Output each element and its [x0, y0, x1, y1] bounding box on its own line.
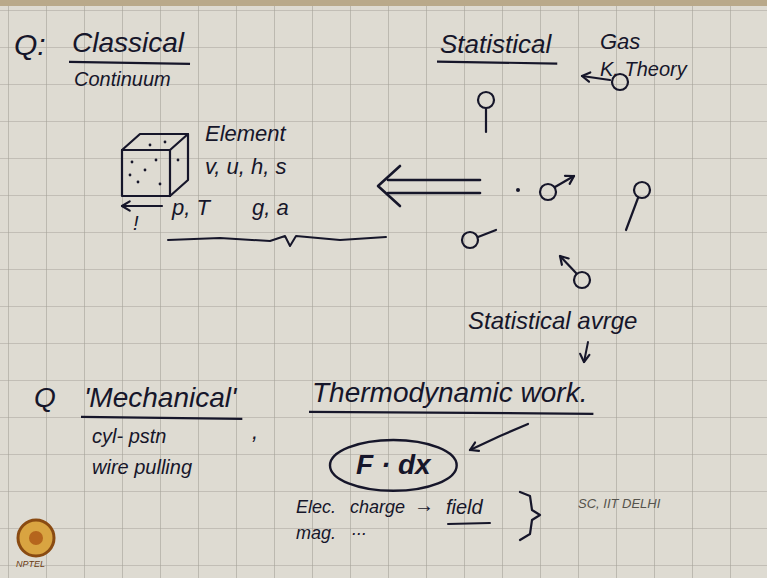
note-text: charge [350, 498, 405, 518]
dimension-arrow [122, 205, 162, 207]
watermark: SC, IIT DELHI [578, 497, 660, 511]
note-text: Statistical avrge [468, 308, 637, 334]
arrow-head [582, 72, 590, 81]
molecule-dot [144, 169, 147, 172]
note-text: mag. [296, 524, 336, 544]
molecule-dot [129, 174, 132, 177]
underline [309, 412, 593, 414]
arrow-head [122, 201, 130, 210]
note-text: Gas [600, 30, 640, 54]
curly-bracket [520, 492, 540, 540]
velocity-arrow [626, 198, 638, 230]
note-text: ... [352, 520, 367, 540]
velocity-arrow [478, 230, 496, 237]
property-list: g, a [252, 196, 289, 220]
molecule-dot [137, 181, 140, 184]
note-text: Elec. [296, 498, 336, 518]
velocity-arrow [560, 256, 576, 273]
molecule-dot [164, 141, 167, 144]
molecule [462, 232, 478, 248]
velocity-arrow [555, 176, 574, 187]
molecule [634, 182, 650, 198]
heading-text: Statistical [440, 30, 551, 59]
example-text: wire pulling [92, 456, 192, 478]
arrow-head [565, 176, 574, 184]
cube-sketch [170, 134, 188, 196]
pointer-arrow [470, 424, 528, 450]
double-arrow [388, 192, 480, 195]
molecule-dot [516, 188, 520, 192]
mark-text: , [252, 420, 258, 444]
logo-emblem [18, 520, 54, 556]
molecule-dot [149, 144, 152, 147]
molecule-dot [155, 159, 158, 162]
note-text: Continuum [74, 68, 171, 90]
molecule-dot [131, 161, 134, 164]
heading-text: Thermodynamic work. [312, 378, 587, 409]
double-arrow [388, 179, 480, 182]
cube-sketch [122, 134, 188, 150]
logo-emblem [29, 531, 43, 545]
underline [448, 523, 490, 524]
arrow-text: → [414, 494, 434, 516]
heading-text: 'Mechanical' [84, 383, 236, 414]
question-mark: Q [34, 383, 56, 414]
circled-formula: F · dx [330, 440, 457, 491]
underline [69, 62, 190, 64]
underline [81, 417, 242, 419]
question-mark: Q: [14, 28, 46, 61]
cube-sketch [122, 150, 170, 196]
arrow-head [470, 443, 479, 451]
heading-text: Classical [72, 28, 184, 59]
property-list: v, u, h, s [205, 155, 287, 179]
mark-text: ! [133, 212, 139, 234]
molecule [574, 272, 590, 288]
molecule-dot [177, 159, 180, 162]
double-arrow [378, 166, 400, 206]
example-text: cyl- pstn [92, 425, 166, 447]
arrow-head [580, 354, 589, 362]
property-list: p, T [172, 196, 210, 220]
velocity-arrow [485, 108, 487, 132]
molecule-dot [159, 183, 162, 186]
arrow-head [560, 256, 569, 265]
formula-text: F · dx [356, 450, 431, 481]
molecule [540, 184, 556, 200]
note-text: Element [205, 122, 286, 146]
underline [168, 236, 386, 246]
note-text: K. Theory [600, 58, 687, 80]
molecule [478, 92, 494, 108]
underline [437, 62, 557, 64]
logo-text: NPTEL [16, 560, 45, 570]
note-text: field [446, 496, 483, 518]
